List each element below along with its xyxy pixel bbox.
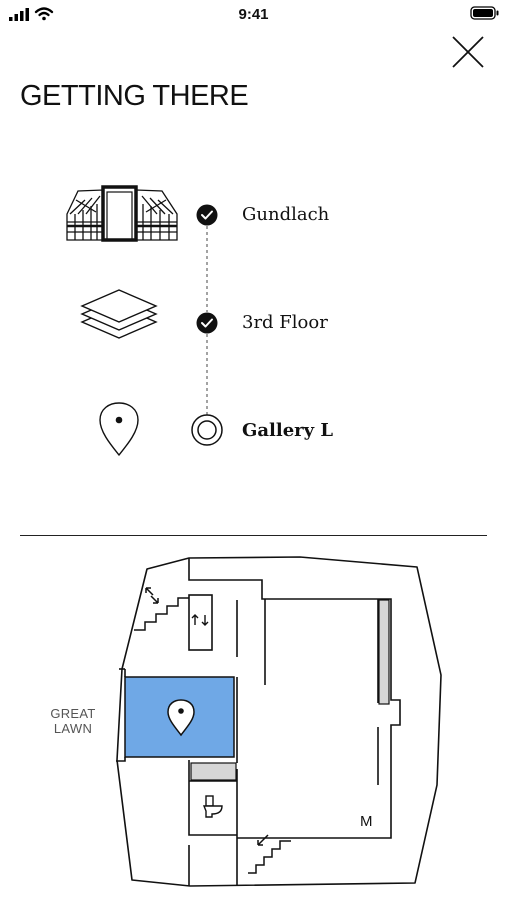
step-label-gallery: Gallery L: [242, 420, 334, 441]
map-room-marker: M: [360, 813, 373, 830]
close-icon: [452, 36, 484, 68]
step-completed-check-icon: [196, 312, 218, 334]
restroom-icon: [202, 795, 223, 818]
stairs-icon: [134, 587, 189, 631]
close-button[interactable]: [448, 32, 488, 72]
elevator-icon: [188, 594, 213, 651]
layers-icon: [80, 289, 158, 339]
battery-icon: [470, 6, 499, 20]
status-time: 9:41: [238, 6, 269, 23]
route-steps: [66, 185, 223, 457]
location-pin-icon: [99, 402, 139, 457]
page-title: GETTING THERE: [20, 80, 249, 112]
map-location-pin-icon: [167, 699, 195, 737]
great-lawn-label: GREAT LAWN: [50, 706, 96, 736]
cellular-signal-icon: [9, 8, 29, 21]
step-label-building: Gundlach: [242, 204, 330, 225]
stairs-icon: [248, 834, 291, 874]
status-bar: 9:41: [0, 0, 507, 30]
step-current-indicator-icon: [191, 414, 223, 446]
step-label-floor: 3rd Floor: [242, 312, 328, 333]
building-icon: [66, 185, 178, 242]
floor-map[interactable]: M: [0, 545, 507, 895]
wifi-icon: [34, 7, 54, 21]
section-divider: [20, 535, 487, 536]
step-completed-check-icon: [196, 204, 218, 226]
